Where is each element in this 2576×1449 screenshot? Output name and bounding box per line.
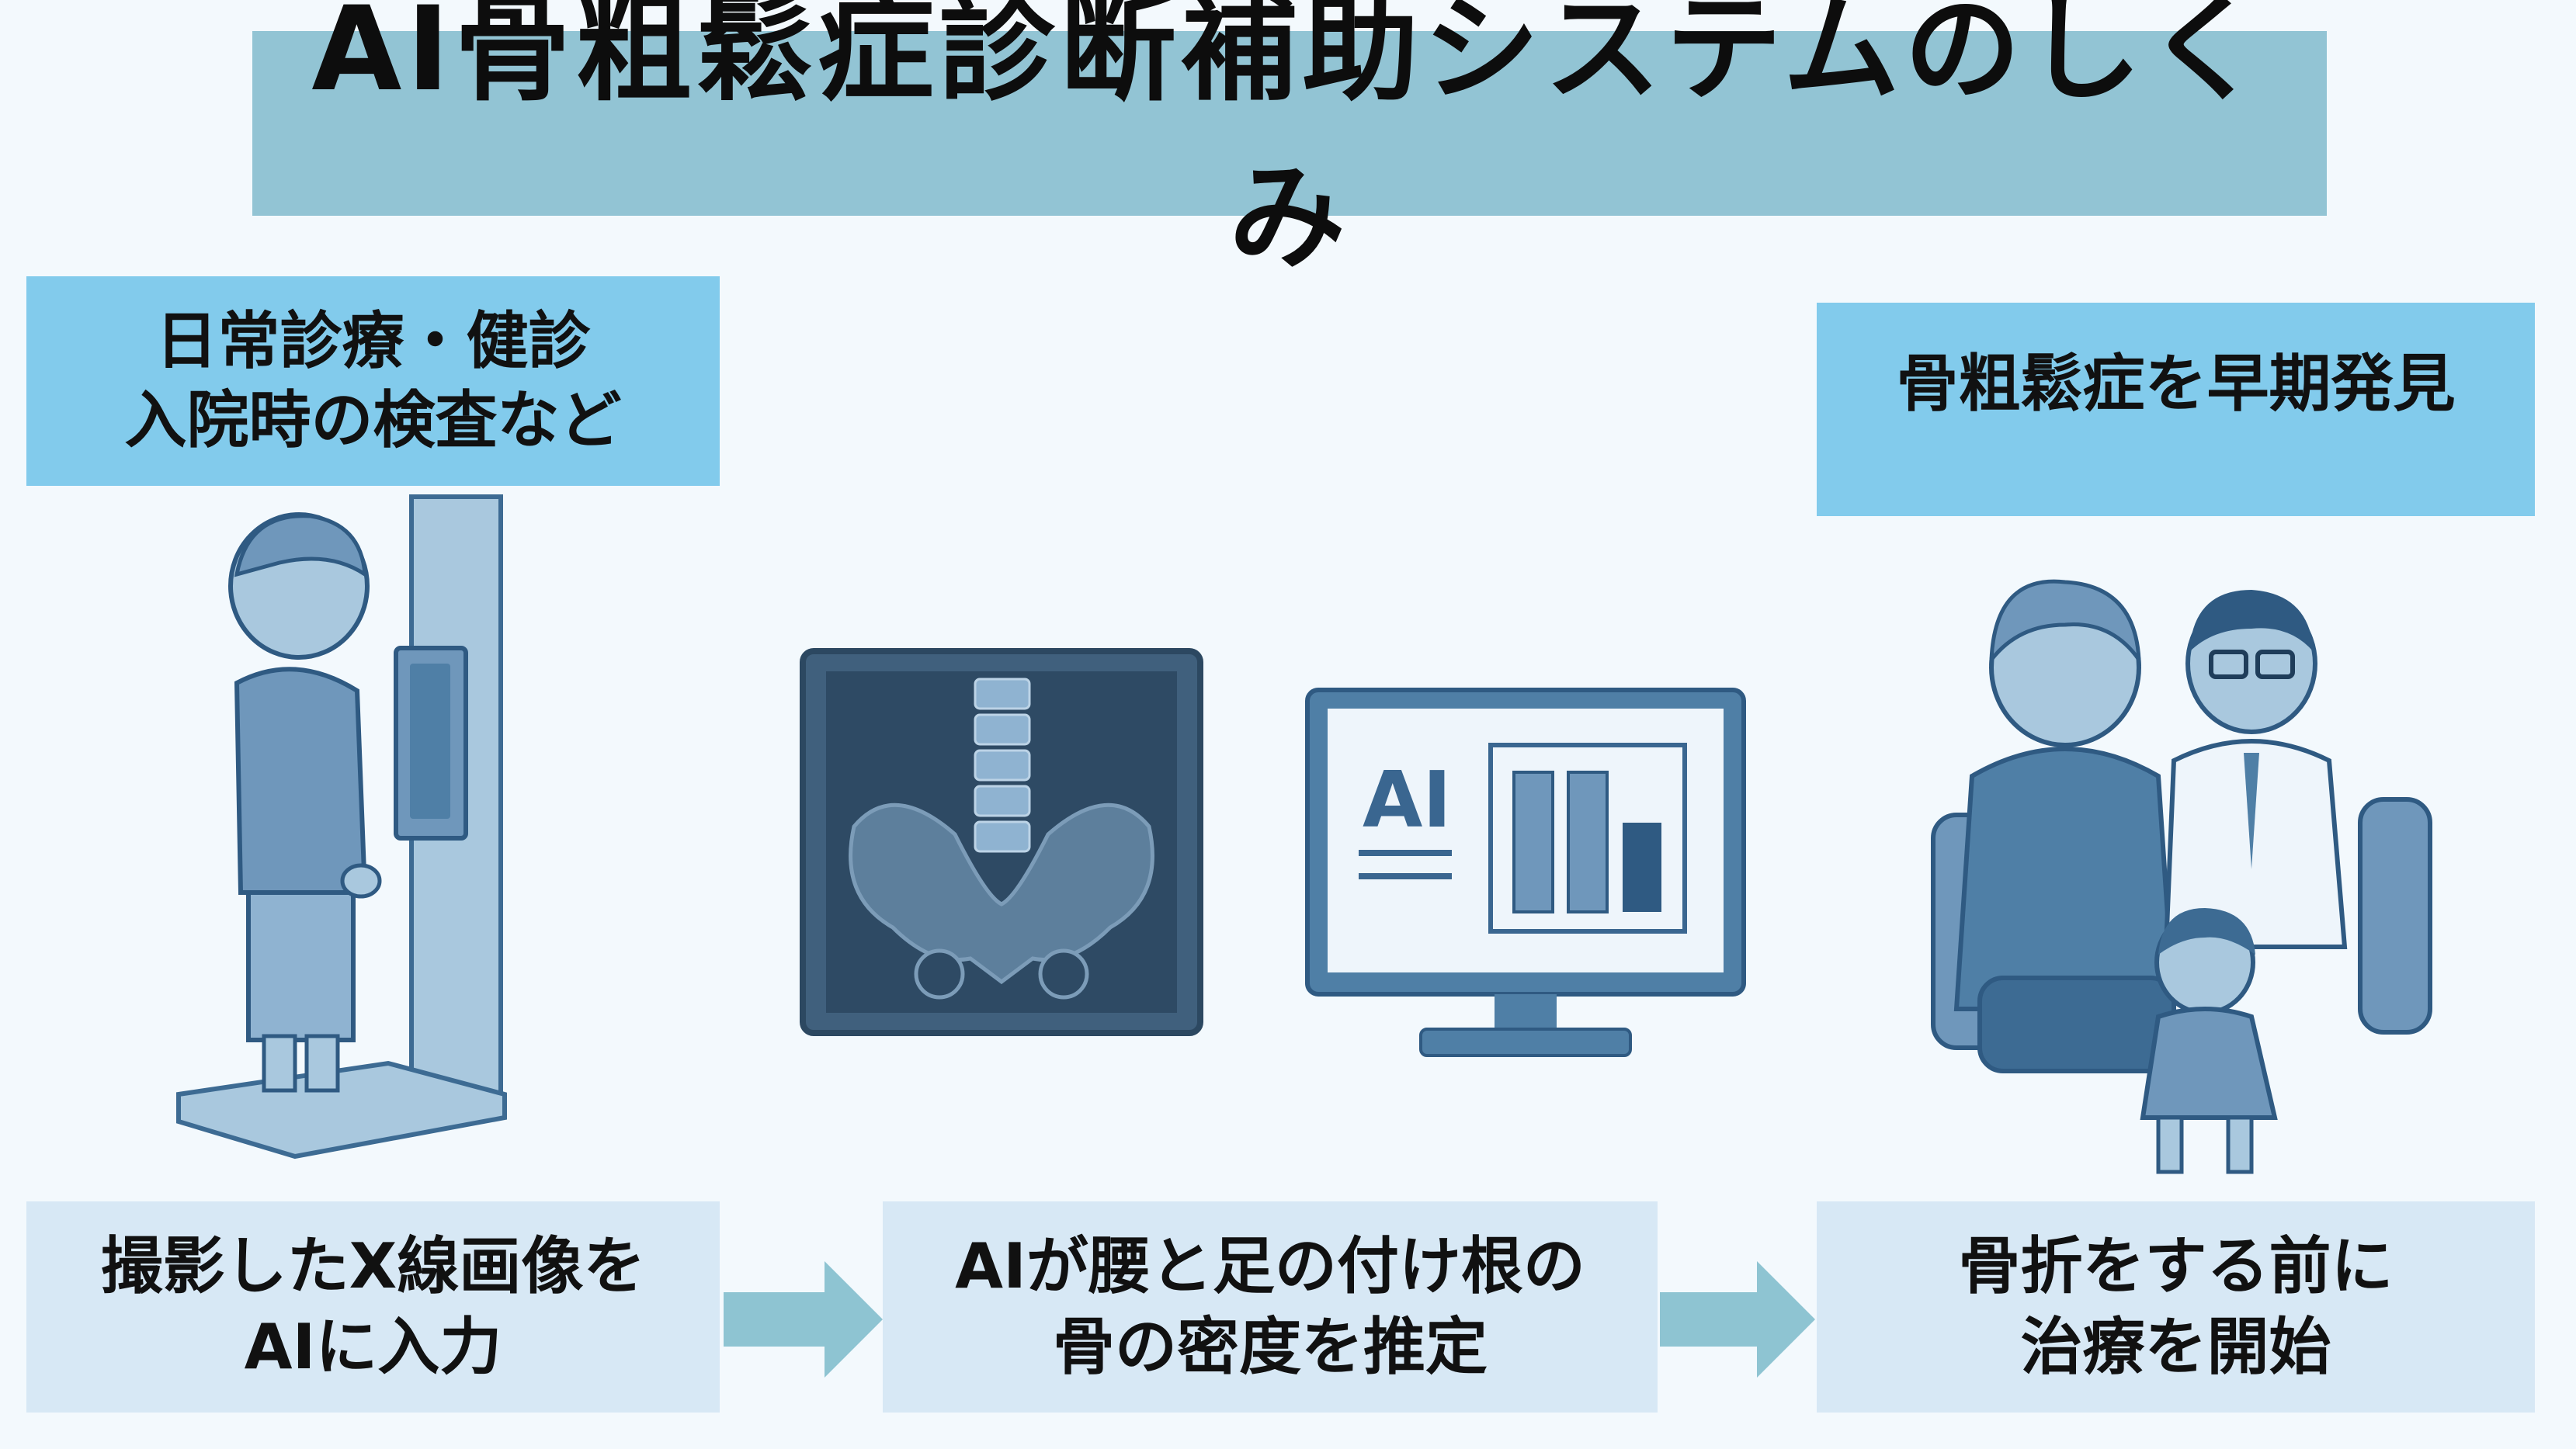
monitor-ai-label: AI bbox=[1363, 754, 1452, 845]
pelvis-xray-illustration bbox=[800, 648, 1203, 1036]
step-1-line-1: 撮影したX線画像を bbox=[100, 1230, 646, 1302]
step-3-line-1: 骨折をする前に bbox=[1958, 1230, 2394, 1302]
monitor-bar-1 bbox=[1512, 771, 1554, 913]
input-source-line-2: 入院時の検査など bbox=[124, 384, 622, 456]
ai-monitor-illustration: AI bbox=[1305, 688, 1746, 1057]
arrow-step-2-to-3 bbox=[1660, 1261, 1815, 1378]
step-2-ai-estimate: AIが腰と足の付け根の 骨の密度を推定 bbox=[883, 1201, 1658, 1413]
arrow-step-1-to-2 bbox=[724, 1261, 883, 1378]
xray-patient-illustration bbox=[176, 494, 507, 1160]
monitor-bar-3 bbox=[1623, 823, 1661, 912]
page-title: AI骨粗鬆症診断補助システムのしくみ bbox=[252, 0, 2327, 286]
step-1-input-xray: 撮影したX線画像を AIに入力 bbox=[26, 1201, 720, 1413]
input-source-label: 日常診療・健診 入院時の検査など bbox=[26, 276, 720, 486]
early-detection-label: 骨粗鬆症を早期発見 bbox=[1817, 303, 2535, 516]
monitor-bar-2 bbox=[1567, 771, 1609, 913]
step-3-start-treatment: 骨折をする前に 治療を開始 bbox=[1817, 1201, 2535, 1413]
step-3-line-2: 治療を開始 bbox=[2020, 1311, 2331, 1383]
step-1-line-2: AIに入力 bbox=[244, 1311, 502, 1383]
doctor-consultation-illustration bbox=[1931, 579, 2432, 1174]
step-2-line-2: 骨の密度を推定 bbox=[1053, 1311, 1488, 1383]
input-source-line-1: 日常診療・健診 bbox=[155, 305, 591, 377]
step-2-line-1: AIが腰と足の付け根の bbox=[955, 1230, 1585, 1302]
